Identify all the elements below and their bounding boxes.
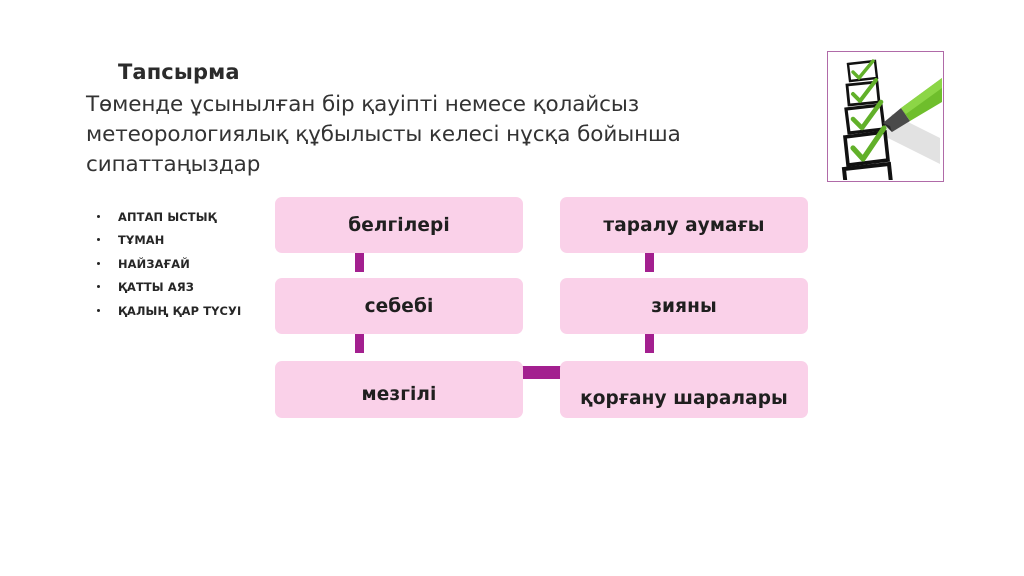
connector-ziyany-korgany — [645, 334, 654, 353]
pencil-icon — [883, 78, 942, 132]
diagram-node-label: себебі — [364, 295, 434, 317]
list-item-label: ҚАЛЫҢ ҚАР ТҮСУІ — [118, 303, 242, 318]
diagram-node-belgileri[interactable]: белгілері — [275, 197, 523, 253]
diagram-node-label: зияны — [651, 295, 717, 317]
connector-belgileri-sebebi — [355, 253, 364, 272]
diagram-node-label: қорғану шаралары — [580, 387, 788, 409]
task-description-line-3: сипаттаңыздар — [86, 152, 261, 177]
list-item-label: ҚАТТЫ АЯЗ — [118, 280, 194, 295]
checklist-illustration — [828, 52, 942, 180]
connector-taralu-ziyany — [645, 253, 654, 272]
task-description-line-1: Төменде ұсынылған бір қауіпті немесе қол… — [86, 92, 640, 117]
list-item-label: ТҰМАН — [118, 233, 165, 248]
diagram-node-ziyany[interactable]: зияны — [560, 278, 808, 334]
bullet-dot-icon — [97, 261, 100, 265]
bullet-dot-icon — [97, 215, 100, 218]
checkbox-2-checked — [845, 78, 881, 107]
diagram-node-label: мезгілі — [361, 383, 437, 405]
checkbox-4-checked — [843, 125, 890, 168]
bullet-dot-icon — [97, 308, 100, 312]
connector-sebebi-mezgili — [355, 334, 364, 353]
page-title: Тапсырма — [118, 60, 240, 84]
diagram-node-label: белгілері — [348, 214, 450, 236]
list-item: ТҰМАН — [88, 233, 258, 248]
connector-mezgili-korgany — [519, 366, 564, 379]
task-description: Төменде ұсынылған бір қауіпті немесе қол… — [86, 90, 746, 180]
diagram-node-mezgili[interactable]: мезгілі — [275, 361, 523, 418]
checkbox-1-checked — [846, 59, 879, 83]
checklist-image — [827, 51, 944, 182]
diagram-node-label: таралу аумағы — [603, 214, 765, 236]
checkbox-5-empty — [841, 161, 893, 180]
checkbox-3-checked — [844, 99, 886, 135]
task-description-line-2: метеорологиялық құбылысты келесі нұсқа б… — [86, 122, 681, 147]
list-item: АПТАП ЫСТЫҚ — [88, 210, 258, 225]
diagram-node-taralu-aumagy[interactable]: таралу аумағы — [560, 197, 808, 253]
diagram-node-sebebi[interactable]: себебі — [275, 278, 523, 334]
hazard-list: АПТАП ЫСТЫҚ ТҰМАН НАЙЗАҒАЙ ҚАТТЫ АЯЗ ҚАЛ… — [88, 210, 258, 327]
list-item: ҚАЛЫҢ ҚАР ТҮСУІ — [88, 304, 258, 319]
list-item: НАЙЗАҒАЙ — [88, 257, 258, 272]
list-item-label: АПТАП ЫСТЫҚ — [118, 210, 217, 224]
bullet-dot-icon — [97, 238, 100, 242]
list-item: ҚАТТЫ АЯЗ — [88, 280, 258, 295]
bullet-dot-icon — [97, 285, 100, 289]
diagram-node-korganu-sharalary[interactable]: қорғану шаралары — [560, 361, 808, 418]
list-item-label: НАЙЗАҒАЙ — [118, 256, 190, 271]
